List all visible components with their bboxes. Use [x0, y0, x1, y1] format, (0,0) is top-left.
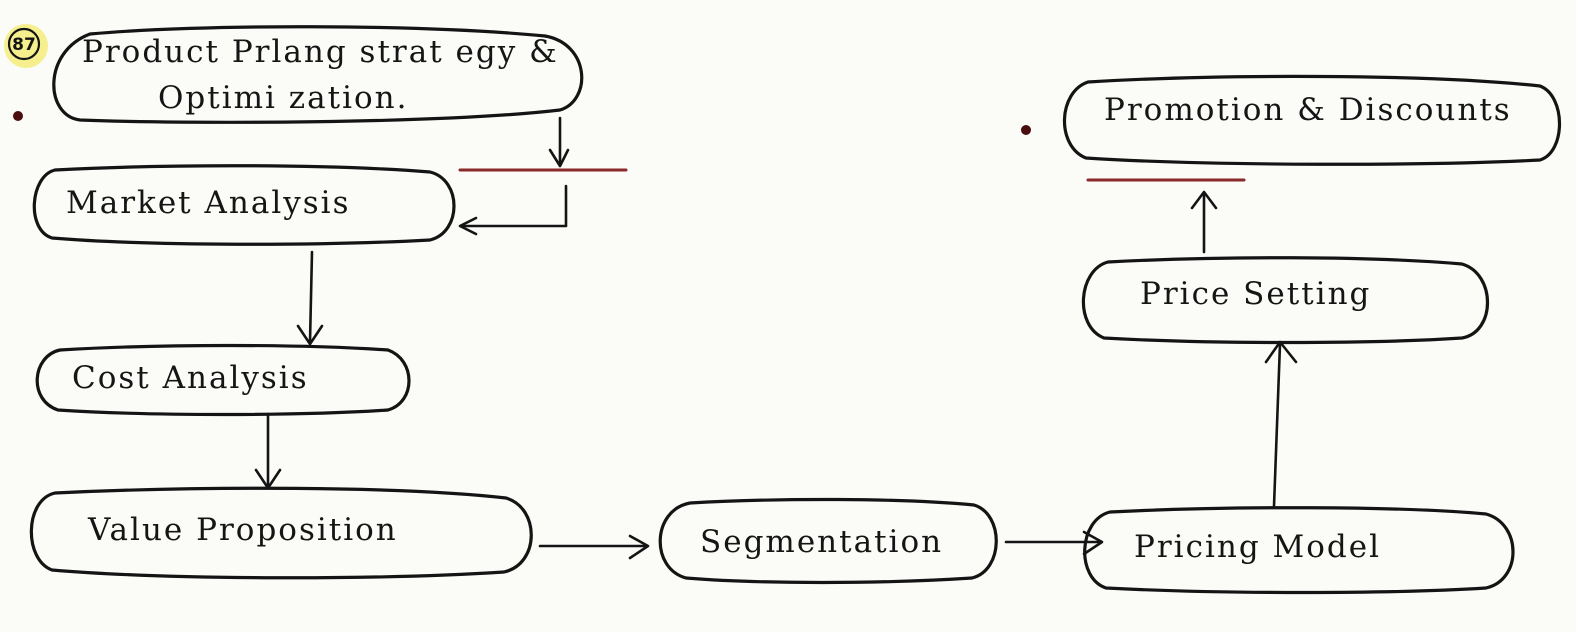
node-cost-analysis-shape — [35, 343, 411, 417]
node-pricing-model-shape — [1083, 506, 1515, 595]
node-promotion-discounts: Promotion & Discounts — [1062, 74, 1561, 166]
node-pricing-model: Pricing Model — [1083, 506, 1515, 595]
node-pricing-strategy: Product Prlang strat egy & Optimi zation… — [52, 25, 584, 124]
node-market-analysis: Market Analysis — [32, 164, 456, 246]
connector-segmentation-to-pricing-model — [1004, 530, 1104, 556]
question-number-badge: 87 — [4, 24, 48, 68]
node-price-setting-label: Price Setting — [1140, 276, 1371, 312]
connector-price-setting-to-promotion — [1086, 178, 1246, 254]
node-market-analysis-shape — [32, 164, 456, 246]
connector-value-to-segmentation — [538, 534, 650, 560]
node-value-proposition-label: Value Proposition — [87, 512, 398, 548]
node-price-setting: Price Setting — [1081, 256, 1490, 345]
node-pricing-strategy-line2: Optimi zation. — [158, 80, 408, 116]
node-segmentation-shape — [658, 497, 998, 585]
node-pricing-strategy-line1: Product Prlang strat egy & — [82, 34, 559, 70]
connector-pricing-model-to-price-setting — [1264, 340, 1298, 508]
node-pricing-strategy-shape — [52, 25, 584, 124]
node-value-proposition: Value Proposition — [29, 486, 533, 580]
node-cost-analysis: Cost Analysis — [35, 343, 411, 417]
connector-cost-to-value — [254, 412, 282, 490]
node-value-proposition-shape — [29, 486, 533, 580]
node-cost-analysis-label: Cost Analysis — [72, 360, 309, 396]
node-segmentation-label: Segmentation — [700, 524, 943, 560]
bullet-dot-right — [1021, 125, 1031, 135]
badge-number: 87 — [12, 35, 36, 55]
node-price-setting-shape — [1081, 256, 1490, 345]
node-promotion-discounts-shape — [1062, 74, 1561, 166]
node-promotion-discounts-label: Promotion & Discounts — [1104, 92, 1512, 128]
node-pricing-model-label: Pricing Model — [1134, 529, 1381, 565]
node-segmentation: Segmentation — [658, 497, 998, 585]
connector-market-to-cost — [296, 250, 324, 346]
bullet-dot-left — [13, 111, 23, 121]
connector-strategy-to-market — [458, 116, 628, 236]
node-market-analysis-label: Market Analysis — [66, 185, 350, 221]
